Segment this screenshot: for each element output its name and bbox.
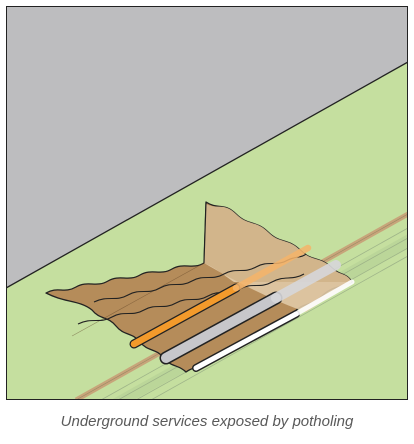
orange-service (129, 244, 312, 349)
utility-pipes (129, 244, 355, 372)
figure-caption: Underground services exposed by potholin… (60, 413, 354, 430)
white-service (192, 279, 355, 372)
wall-base-line (6, 61, 408, 289)
potholing-illustration (6, 6, 408, 400)
building-wall (6, 6, 408, 288)
excavated-pit (45, 201, 353, 373)
grey-service (159, 260, 341, 365)
